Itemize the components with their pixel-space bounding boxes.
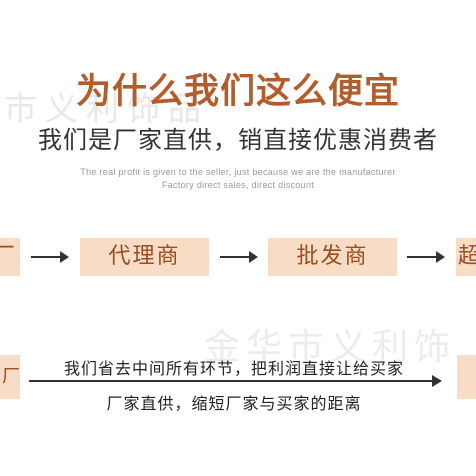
flow-arrow-3 (407, 251, 445, 263)
bottom-long-arrow (29, 375, 442, 387)
flow-box-wholesaler: 批发商 (268, 238, 397, 276)
flow-box-left-partial: 厂 (0, 238, 20, 276)
bottom-text-line-2: 厂家直供，缩短厂家与买家的距离 (106, 394, 362, 413)
watermark-top: 市义利饰品 (4, 89, 209, 128)
watermark-bottom: 金华市义利饰 (204, 327, 457, 368)
headline: 为什么我们这么便宜 (75, 72, 400, 112)
bottom-text-line-1: 我们省去中间所有环节，把利润直接让给买家 (63, 359, 404, 378)
flow-arrow-1 (31, 251, 69, 263)
bottom-box-right-partial (457, 355, 476, 399)
english-line-1: The real profit is given to the seller, … (80, 167, 396, 177)
flow-arrow-2 (220, 251, 258, 263)
flow-box-right-partial: 超 (456, 238, 476, 276)
flow-box-agent: 代理商 (80, 238, 209, 276)
english-line-2: Factory direct sales, direct discount (161, 180, 315, 190)
subheadline: 我们是厂家直供，销直接优惠消费者 (38, 126, 438, 154)
bottom-box-left-partial: 厂 (0, 355, 20, 399)
